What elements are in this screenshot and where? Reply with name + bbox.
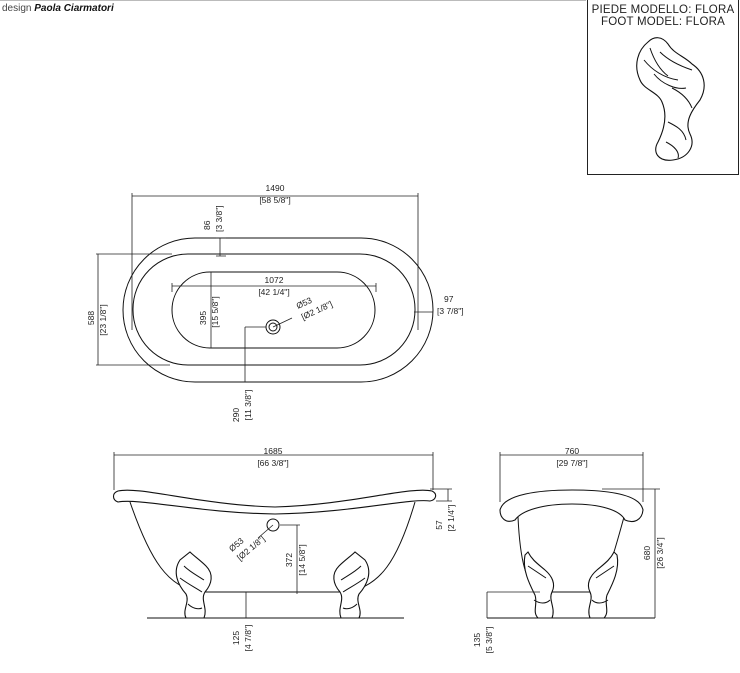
tub-rim [112,489,437,515]
dim-rim-width: 86 [202,220,212,230]
dim-overall-length-in: [58 5/8"] [259,195,290,205]
dim-end-width-in: [29 7/8"] [556,458,587,468]
dim-side-clearance: 125 [231,631,241,645]
design-credit: design Paola Ciarmatori [2,3,114,14]
claw-foot-right [333,551,370,619]
dim-end-clearance-in: [5 3/8"] [484,627,494,654]
claw-foot-left [175,551,212,619]
design-prefix: design [2,3,32,14]
dim-side-clearance-in: [4 7/8"] [243,625,253,652]
dim-end-height-in: [26 3/4"] [655,537,665,568]
basin-outline [171,271,376,349]
dim-rim-height-in: [2 1/4"] [446,505,456,532]
header-rule [0,0,586,1]
dim-end-rim-in: [3 7/8"] [437,306,464,316]
dim-overall-width: 588 [86,311,96,325]
outer-rim-outline [122,237,434,383]
dim-overflow-height: 372 [284,553,294,567]
end-claw-foot-left [523,551,555,619]
dim-overall-width-in: [23 1/8"] [98,304,108,335]
top-view: 1490 [58 5/8"] 86 [3 3/8"] 588 [23 1/8"]… [86,183,464,422]
dim-overflow-height-in: [14 5/8"] [297,544,307,575]
foot-model-panel: PIEDE MODELLO: FLORA FOOT MODEL: FLORA [587,0,739,175]
foot-model-title-it: PIEDE MODELLO: FLORA [591,4,735,16]
designer-name: Paola Ciarmatori [34,3,114,14]
dim-overall-length: 1490 [266,183,285,193]
inner-rim-outline [132,253,416,366]
tub-body [129,501,416,593]
dim-end-height: 680 [642,546,652,560]
dim-end-rim: 97 [444,294,454,304]
end-claw-foot-right [587,551,619,619]
end-view: 760 [29 7/8"] 680 [26 3/4"] 135 [5 3/8"] [472,446,665,653]
dim-drain-offset-in: [11 3/8"] [243,390,253,421]
dim-side-length: 1685 [264,446,283,456]
side-view: 1685 [66 3/8"] 57 [2 1/4"] Ø53 [Ø2 1/8"]… [112,446,456,652]
end-tub-rim [499,489,644,523]
dim-end-clearance: 135 [472,633,482,647]
overflow-icon [266,518,280,532]
dim-end-width: 760 [565,446,579,456]
dim-basin-width-in: [15 5/8"] [210,296,220,327]
flora-foot-illustration [636,37,705,161]
foot-model-title-en: FOOT MODEL: FLORA [601,16,725,28]
dim-drain-offset: 290 [231,408,241,422]
dim-rim-width-in: [3 3/8"] [214,205,224,232]
dim-side-length-in: [66 3/8"] [257,458,288,468]
dim-basin-length-in: [42 1/4"] [258,287,289,297]
dim-basin-length: 1072 [265,275,284,285]
dim-rim-height: 57 [434,520,444,530]
dim-basin-width: 395 [198,311,208,325]
